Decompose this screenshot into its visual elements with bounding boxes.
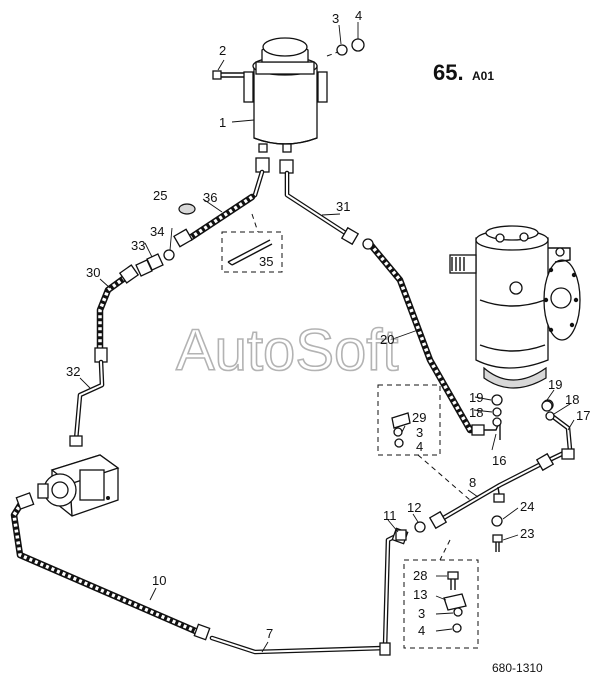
bolt [212, 70, 244, 80]
callout-17: 17 [576, 408, 590, 423]
callout-18-right: 18 [565, 392, 579, 407]
callout-4-lower: 4 [418, 623, 425, 638]
callout-13: 13 [413, 587, 427, 602]
callout-32: 32 [66, 364, 80, 379]
callout-3-box: 3 [416, 425, 423, 440]
callout-25: 25 [153, 188, 167, 203]
callout-20: 20 [380, 332, 394, 347]
callout-12: 12 [407, 500, 421, 515]
watermark: AutoSoft [176, 318, 398, 383]
callout-31: 31 [336, 199, 350, 214]
callout-4-box: 4 [416, 439, 423, 454]
callout-10: 10 [152, 573, 166, 588]
callout-34: 34 [150, 224, 164, 239]
hoses-and-pipes [10, 169, 575, 656]
figure-number: 680-1310 [492, 661, 543, 675]
pump [37, 454, 120, 517]
callout-19: 19 [469, 390, 483, 405]
callout-23: 23 [520, 526, 534, 541]
callout-29: 29 [412, 410, 426, 425]
callout-33: 33 [131, 238, 145, 253]
catalog-code-suffix: A01 [472, 69, 494, 83]
callout-18: 18 [469, 405, 483, 420]
nut-and-washer-top [326, 38, 365, 57]
callout-16: 16 [492, 453, 506, 468]
callout-4: 4 [355, 8, 362, 23]
callout-3: 3 [332, 11, 339, 26]
callout-24: 24 [520, 499, 534, 514]
callout-19-right: 19 [548, 377, 562, 392]
callout-8: 8 [469, 475, 476, 490]
callout-35: 35 [259, 254, 273, 269]
callout-1: 1 [219, 115, 226, 130]
callout-28: 28 [413, 568, 427, 583]
callout-3-lower: 3 [418, 606, 425, 621]
steering-gear [449, 225, 581, 389]
callout-7: 7 [266, 626, 273, 641]
callout-30: 30 [86, 265, 100, 280]
callout-labels: 1 2 3 4 25 36 34 33 35 30 31 20 32 19 18… [66, 8, 590, 641]
callout-36: 36 [203, 190, 217, 205]
leader-lines [79, 22, 575, 653]
small-parts [178, 203, 555, 633]
catalog-code: 65. [433, 60, 464, 85]
reservoir [243, 37, 328, 174]
callout-11: 11 [383, 508, 397, 523]
callout-2: 2 [219, 43, 226, 58]
detail-boxes [221, 213, 479, 649]
